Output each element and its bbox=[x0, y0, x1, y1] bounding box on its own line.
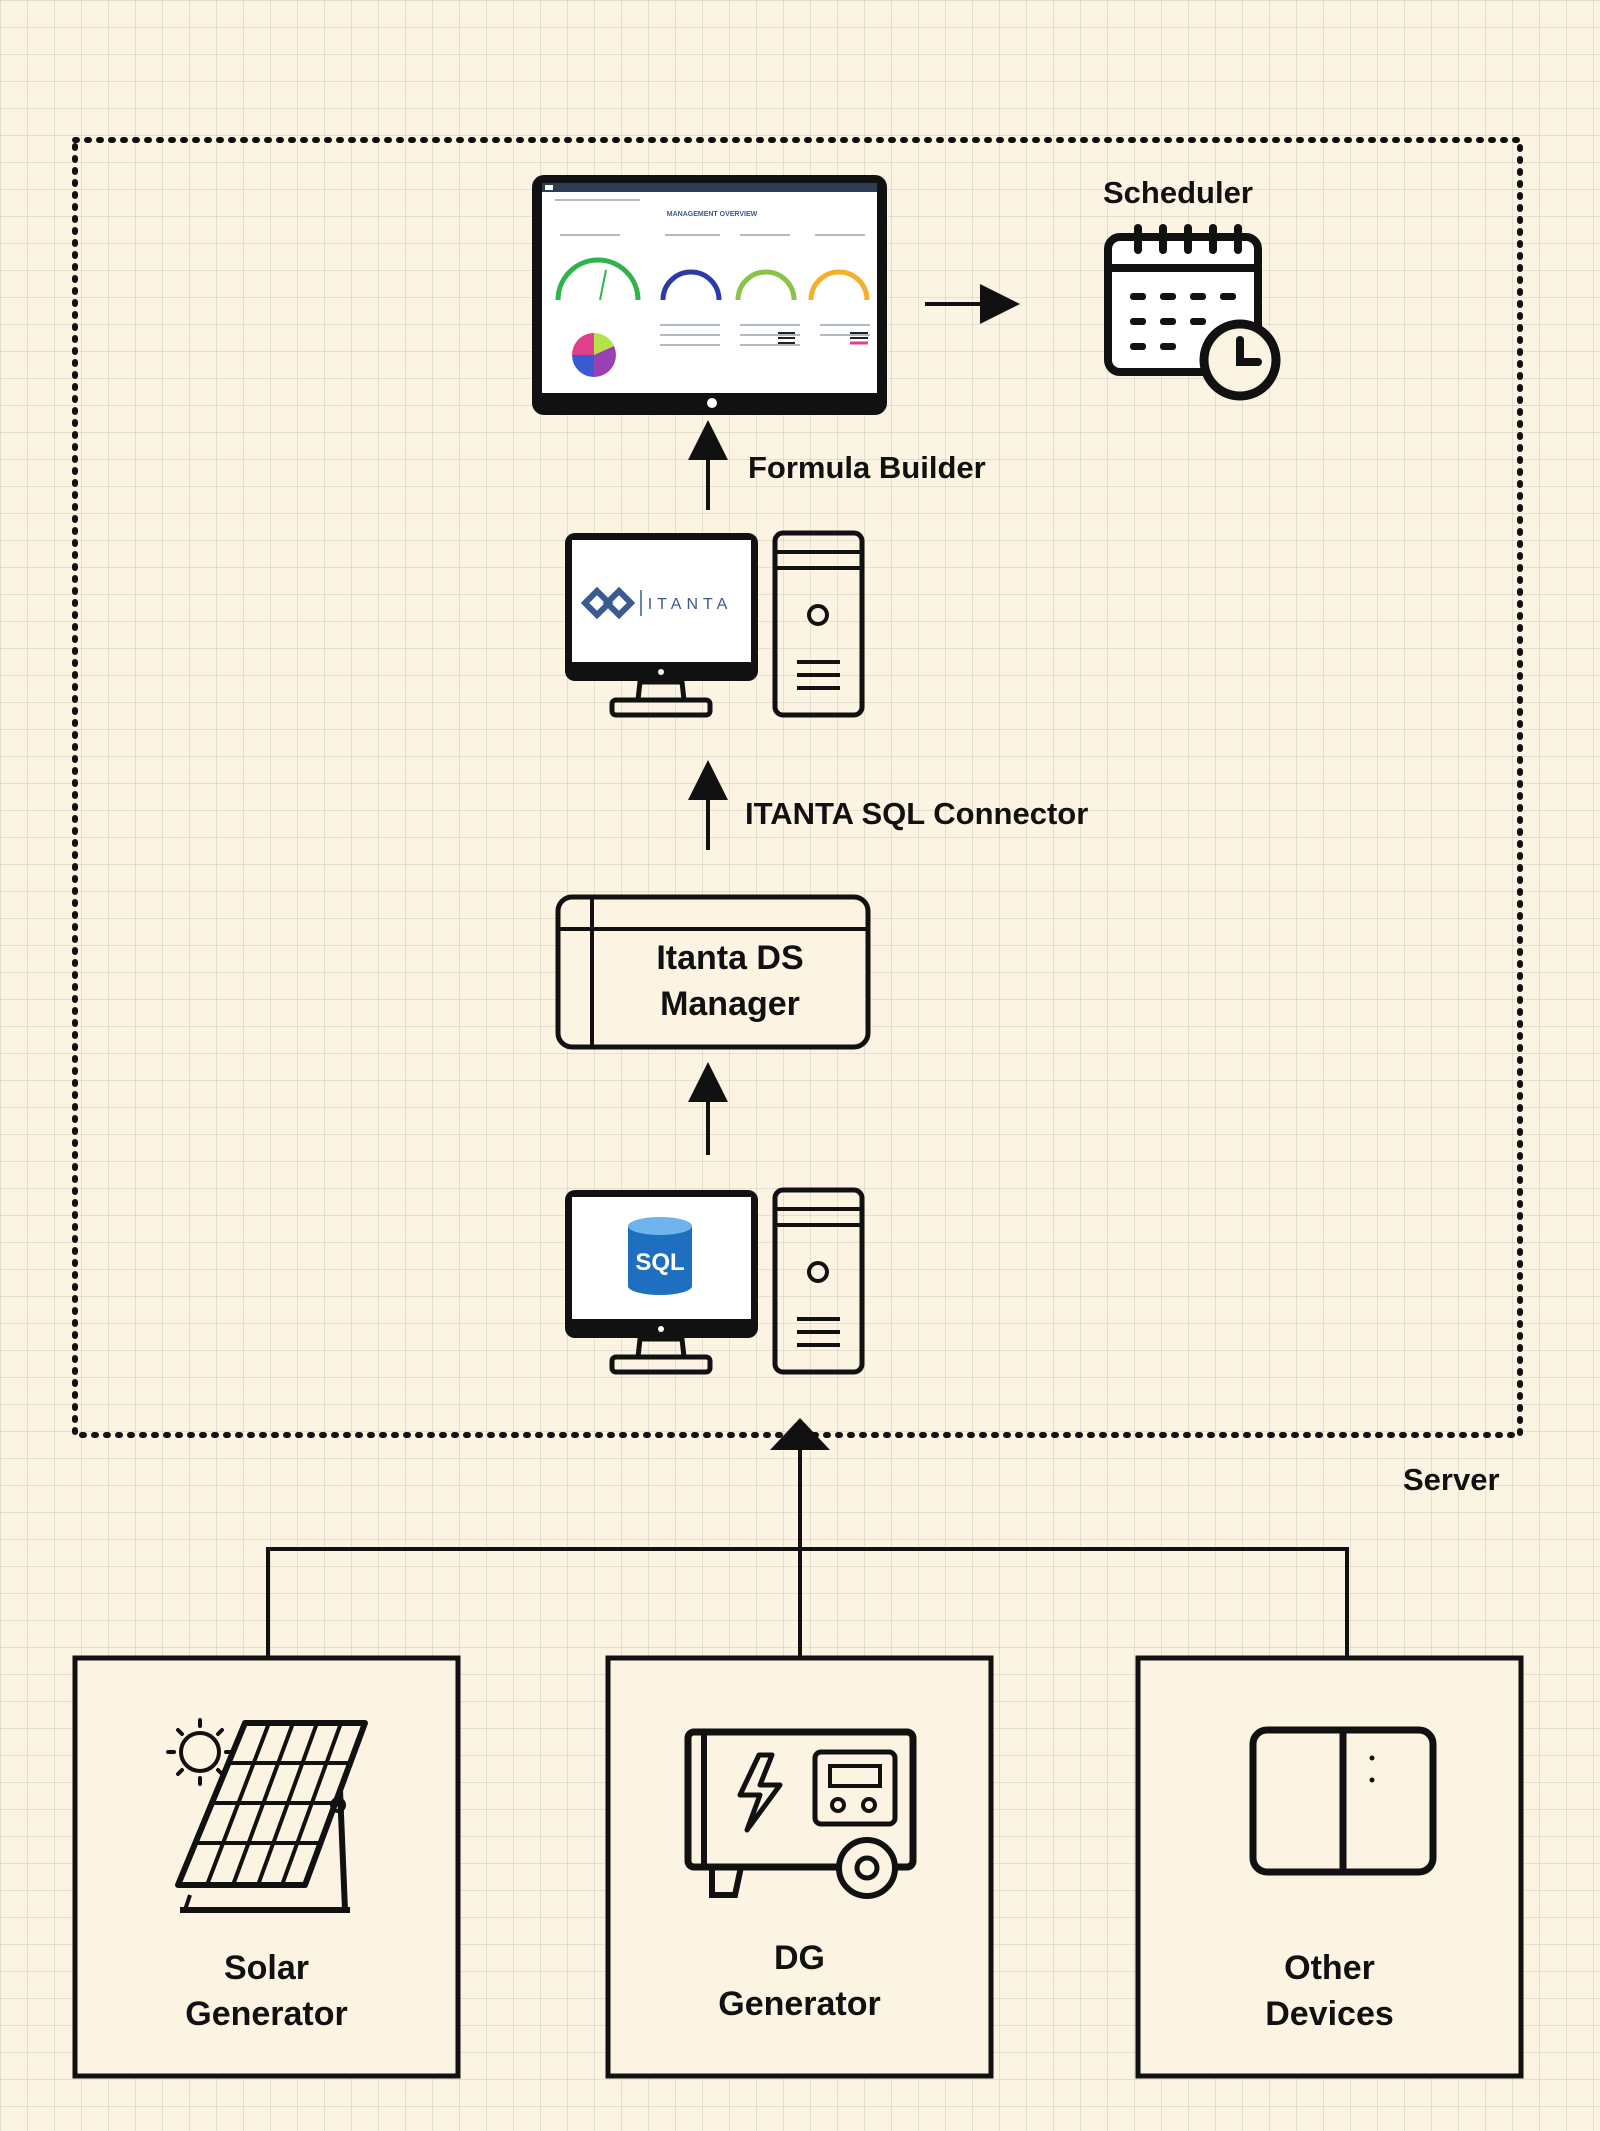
formula-builder-label: Formula Builder bbox=[748, 450, 986, 485]
ds-manager-label: Itanta DS Manager bbox=[592, 935, 868, 1027]
dashboard-tablet-icon: MANAGEMENT OVERVIEW bbox=[532, 175, 887, 415]
ds-manager-line-1: Itanta DS bbox=[656, 939, 804, 977]
sql-database-icon: SQL bbox=[628, 1217, 692, 1295]
sql-workstation-icon: SQL bbox=[565, 1187, 865, 1375]
other-label-line-2: Devices bbox=[1265, 1995, 1394, 2033]
other-label-line-1: Other bbox=[1284, 1949, 1375, 1987]
solar-generator-label: Solar Generator bbox=[75, 1945, 458, 2037]
itanta-logo-text: ITANTA bbox=[648, 596, 733, 613]
arrow-into-server bbox=[770, 1418, 830, 1450]
scheduler-calendar-icon bbox=[1104, 224, 1281, 401]
dg-generator-icon bbox=[684, 1728, 917, 1899]
ds-manager-box bbox=[555, 894, 871, 1050]
server-boundary bbox=[72, 137, 1523, 1438]
scheduler-label: Scheduler bbox=[1103, 175, 1253, 210]
dg-label-line-2: Generator bbox=[718, 1985, 881, 2023]
dg-generator-label: DG Generator bbox=[608, 1935, 991, 2027]
dg-label-line-1: DG bbox=[774, 1939, 825, 1977]
solar-panel-icon bbox=[166, 1718, 368, 1913]
itanta-logo-icon bbox=[580, 586, 636, 620]
server-label: Server bbox=[1403, 1462, 1500, 1497]
solar-label-line-1: Solar bbox=[223, 1949, 310, 1987]
itanta-workstation-icon: ITANTA bbox=[565, 530, 865, 718]
sql-connector-label: ITANTA SQL Connector bbox=[745, 796, 1089, 831]
ds-manager-line-2: Manager bbox=[660, 985, 800, 1023]
pie-chart-icon bbox=[572, 333, 616, 377]
other-devices-icon bbox=[1249, 1726, 1437, 1876]
sql-icon-text: SQL bbox=[635, 1249, 684, 1276]
other-devices-label: Other Devices bbox=[1138, 1945, 1521, 2037]
dashboard-title: MANAGEMENT OVERVIEW bbox=[667, 211, 758, 218]
solar-label-line-2: Generator bbox=[185, 1995, 348, 2033]
device-connectors bbox=[266, 1449, 1349, 1658]
